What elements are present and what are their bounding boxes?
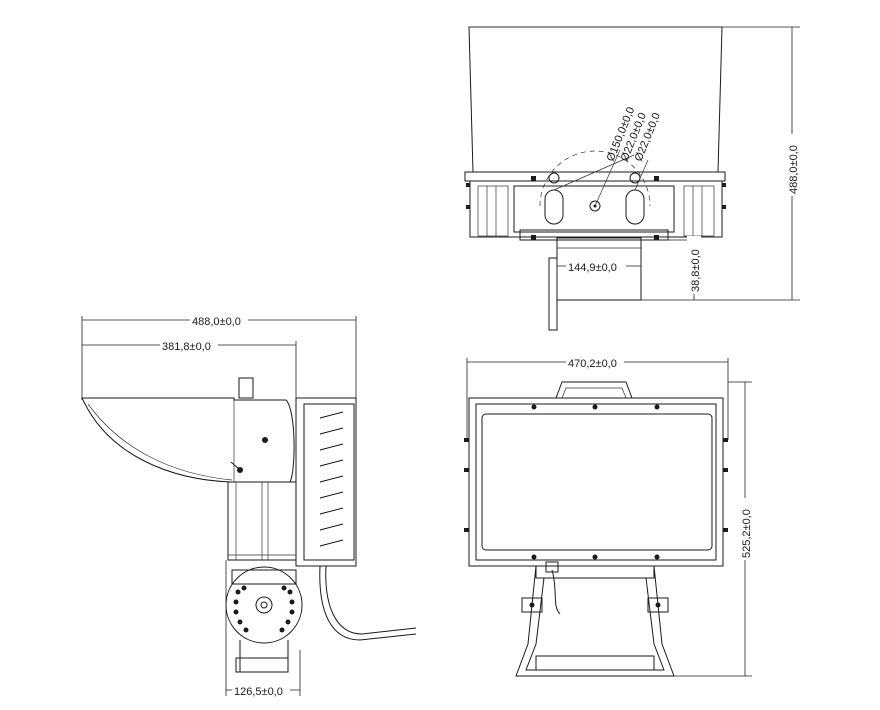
- dimension-labels: 488,0±0,0 Ø150,0±0,0 Ø22,0±0,0 Ø22,0±0,0…: [160, 105, 800, 698]
- side-fin-block: [295, 397, 357, 567]
- label-side-bottom: 126,5±0,0: [234, 686, 283, 698]
- label-side-total: 488,0±0,0: [192, 316, 241, 328]
- front-handle: [555, 381, 633, 399]
- centre-hole: [589, 200, 601, 212]
- dashed-circle: [539, 150, 651, 207]
- side-fins: [319, 411, 344, 547]
- front-bolts: [464, 404, 728, 560]
- label-front-width: 470,2±0,0: [568, 358, 617, 370]
- front-view: [464, 358, 752, 677]
- front-frame: [468, 397, 724, 567]
- top-view: [464, 26, 800, 331]
- top-visor-panel: [468, 26, 723, 173]
- label-top-height: 488,0±0,0: [788, 145, 800, 194]
- side-knob: [238, 377, 254, 399]
- side-yoke-disk: [225, 566, 303, 644]
- front-cable: [551, 569, 561, 615]
- label-side-partial: 381,8±0,0: [162, 341, 211, 353]
- side-view: [81, 316, 417, 696]
- front-foot: [535, 655, 655, 671]
- front-lens: [481, 413, 713, 551]
- side-yoke-holes: [233, 585, 295, 633]
- label-top-offset: 38,8±0,0: [690, 249, 702, 292]
- label-front-height: 525,2±0,0: [741, 509, 753, 558]
- top-body-rail: [464, 171, 726, 182]
- front-bracket-top: [535, 565, 655, 579]
- label-top-width: 144,9±0,0: [568, 262, 617, 274]
- side-cable: [319, 565, 417, 641]
